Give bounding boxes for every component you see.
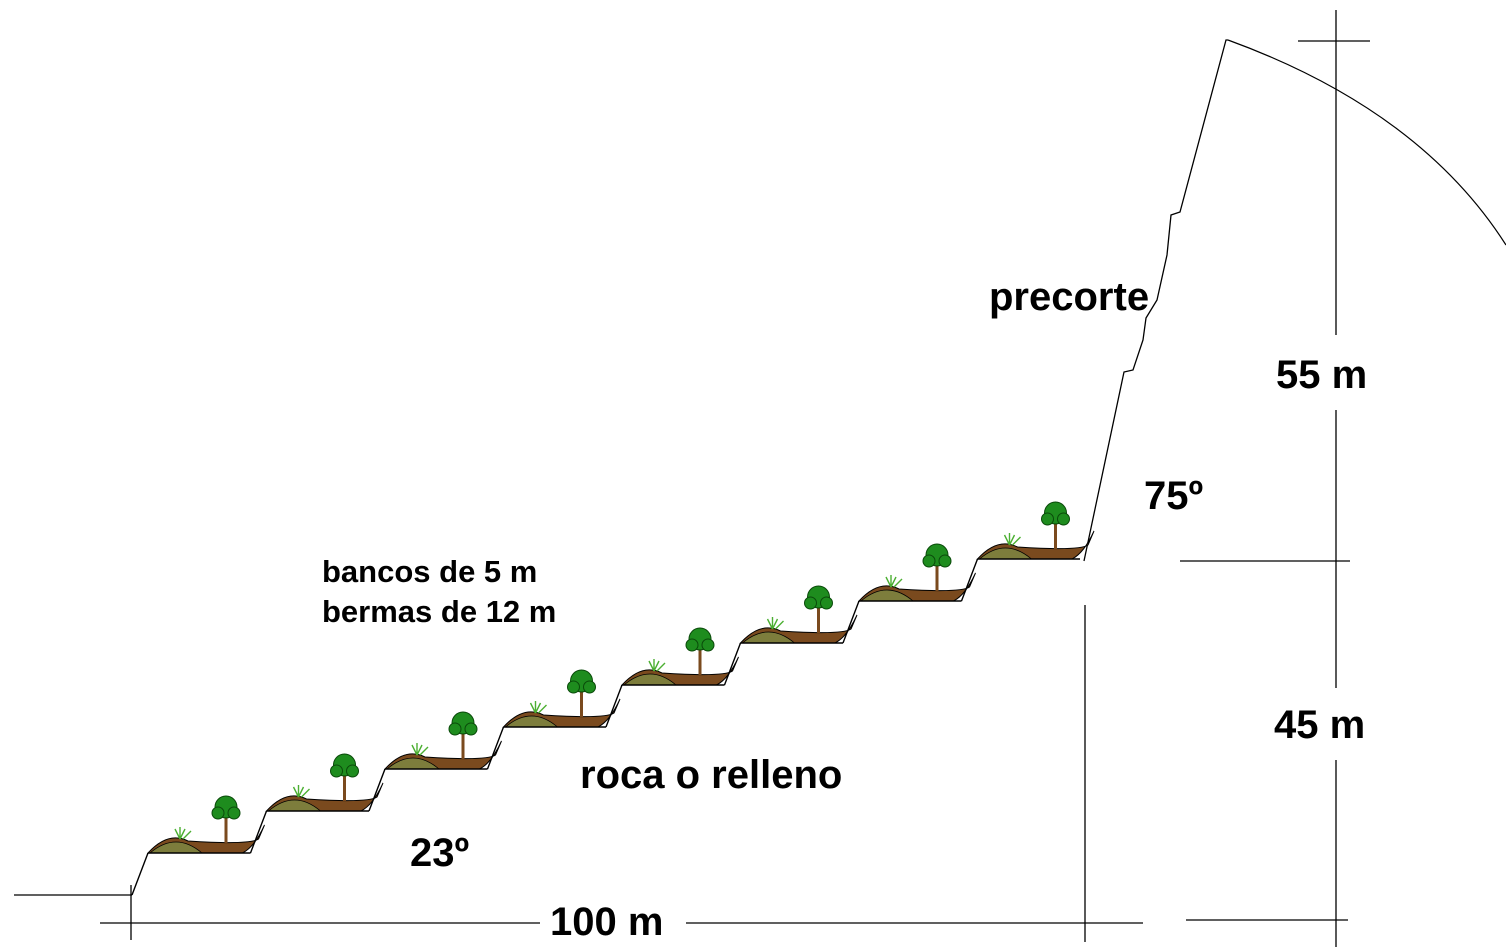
base-length-label: 100 m — [550, 900, 663, 944]
tree-leaf — [820, 596, 833, 610]
bench-riser — [368, 768, 386, 812]
bench-riser — [723, 642, 742, 686]
upper-slope-face — [1083, 39, 1228, 562]
bench-riser — [131, 852, 149, 896]
grass-icon — [292, 785, 310, 798]
tree-leaf — [938, 554, 952, 568]
slope-angle-label: 23º — [410, 831, 469, 875]
bench-riser — [249, 810, 268, 854]
steep-angle-label: 75º — [1144, 474, 1203, 518]
tree-leaf — [346, 764, 359, 778]
tree-leaf — [685, 638, 699, 652]
precut-label: precorte — [989, 275, 1149, 319]
bench-riser — [605, 684, 623, 728]
tree-leaf — [211, 806, 225, 820]
tree-leaf — [567, 680, 580, 694]
grass-icon — [1003, 533, 1021, 546]
tree-leaf — [701, 638, 715, 652]
upper-height-label: 55 m — [1276, 353, 1367, 397]
benches-label: bancos de 5 m — [322, 554, 537, 589]
tree-leaf — [448, 722, 462, 736]
tree-leaf — [1057, 512, 1070, 526]
bench-riser — [842, 600, 860, 644]
grass-icon — [766, 617, 784, 630]
bench-riser — [960, 558, 979, 602]
tree-leaf — [922, 554, 936, 568]
angle-arc — [1227, 39, 1506, 246]
grass-icon — [529, 701, 547, 714]
lower-height-label: 45 m — [1274, 703, 1365, 747]
berms-label: bermas de 12 m — [322, 594, 556, 629]
tree-leaf — [227, 806, 241, 820]
material-label: roca o relleno — [580, 753, 842, 797]
tree-leaf — [583, 680, 596, 694]
tree-leaf — [804, 596, 817, 610]
tree-leaf — [330, 764, 343, 778]
grass-icon — [174, 827, 192, 840]
tree-leaf — [1041, 512, 1054, 526]
bench-riser — [486, 726, 505, 770]
tree-leaf — [464, 722, 478, 736]
grass-icon — [411, 743, 429, 756]
grass-icon — [648, 659, 666, 672]
grass-icon — [885, 575, 903, 588]
bench-steps — [131, 501, 1095, 896]
